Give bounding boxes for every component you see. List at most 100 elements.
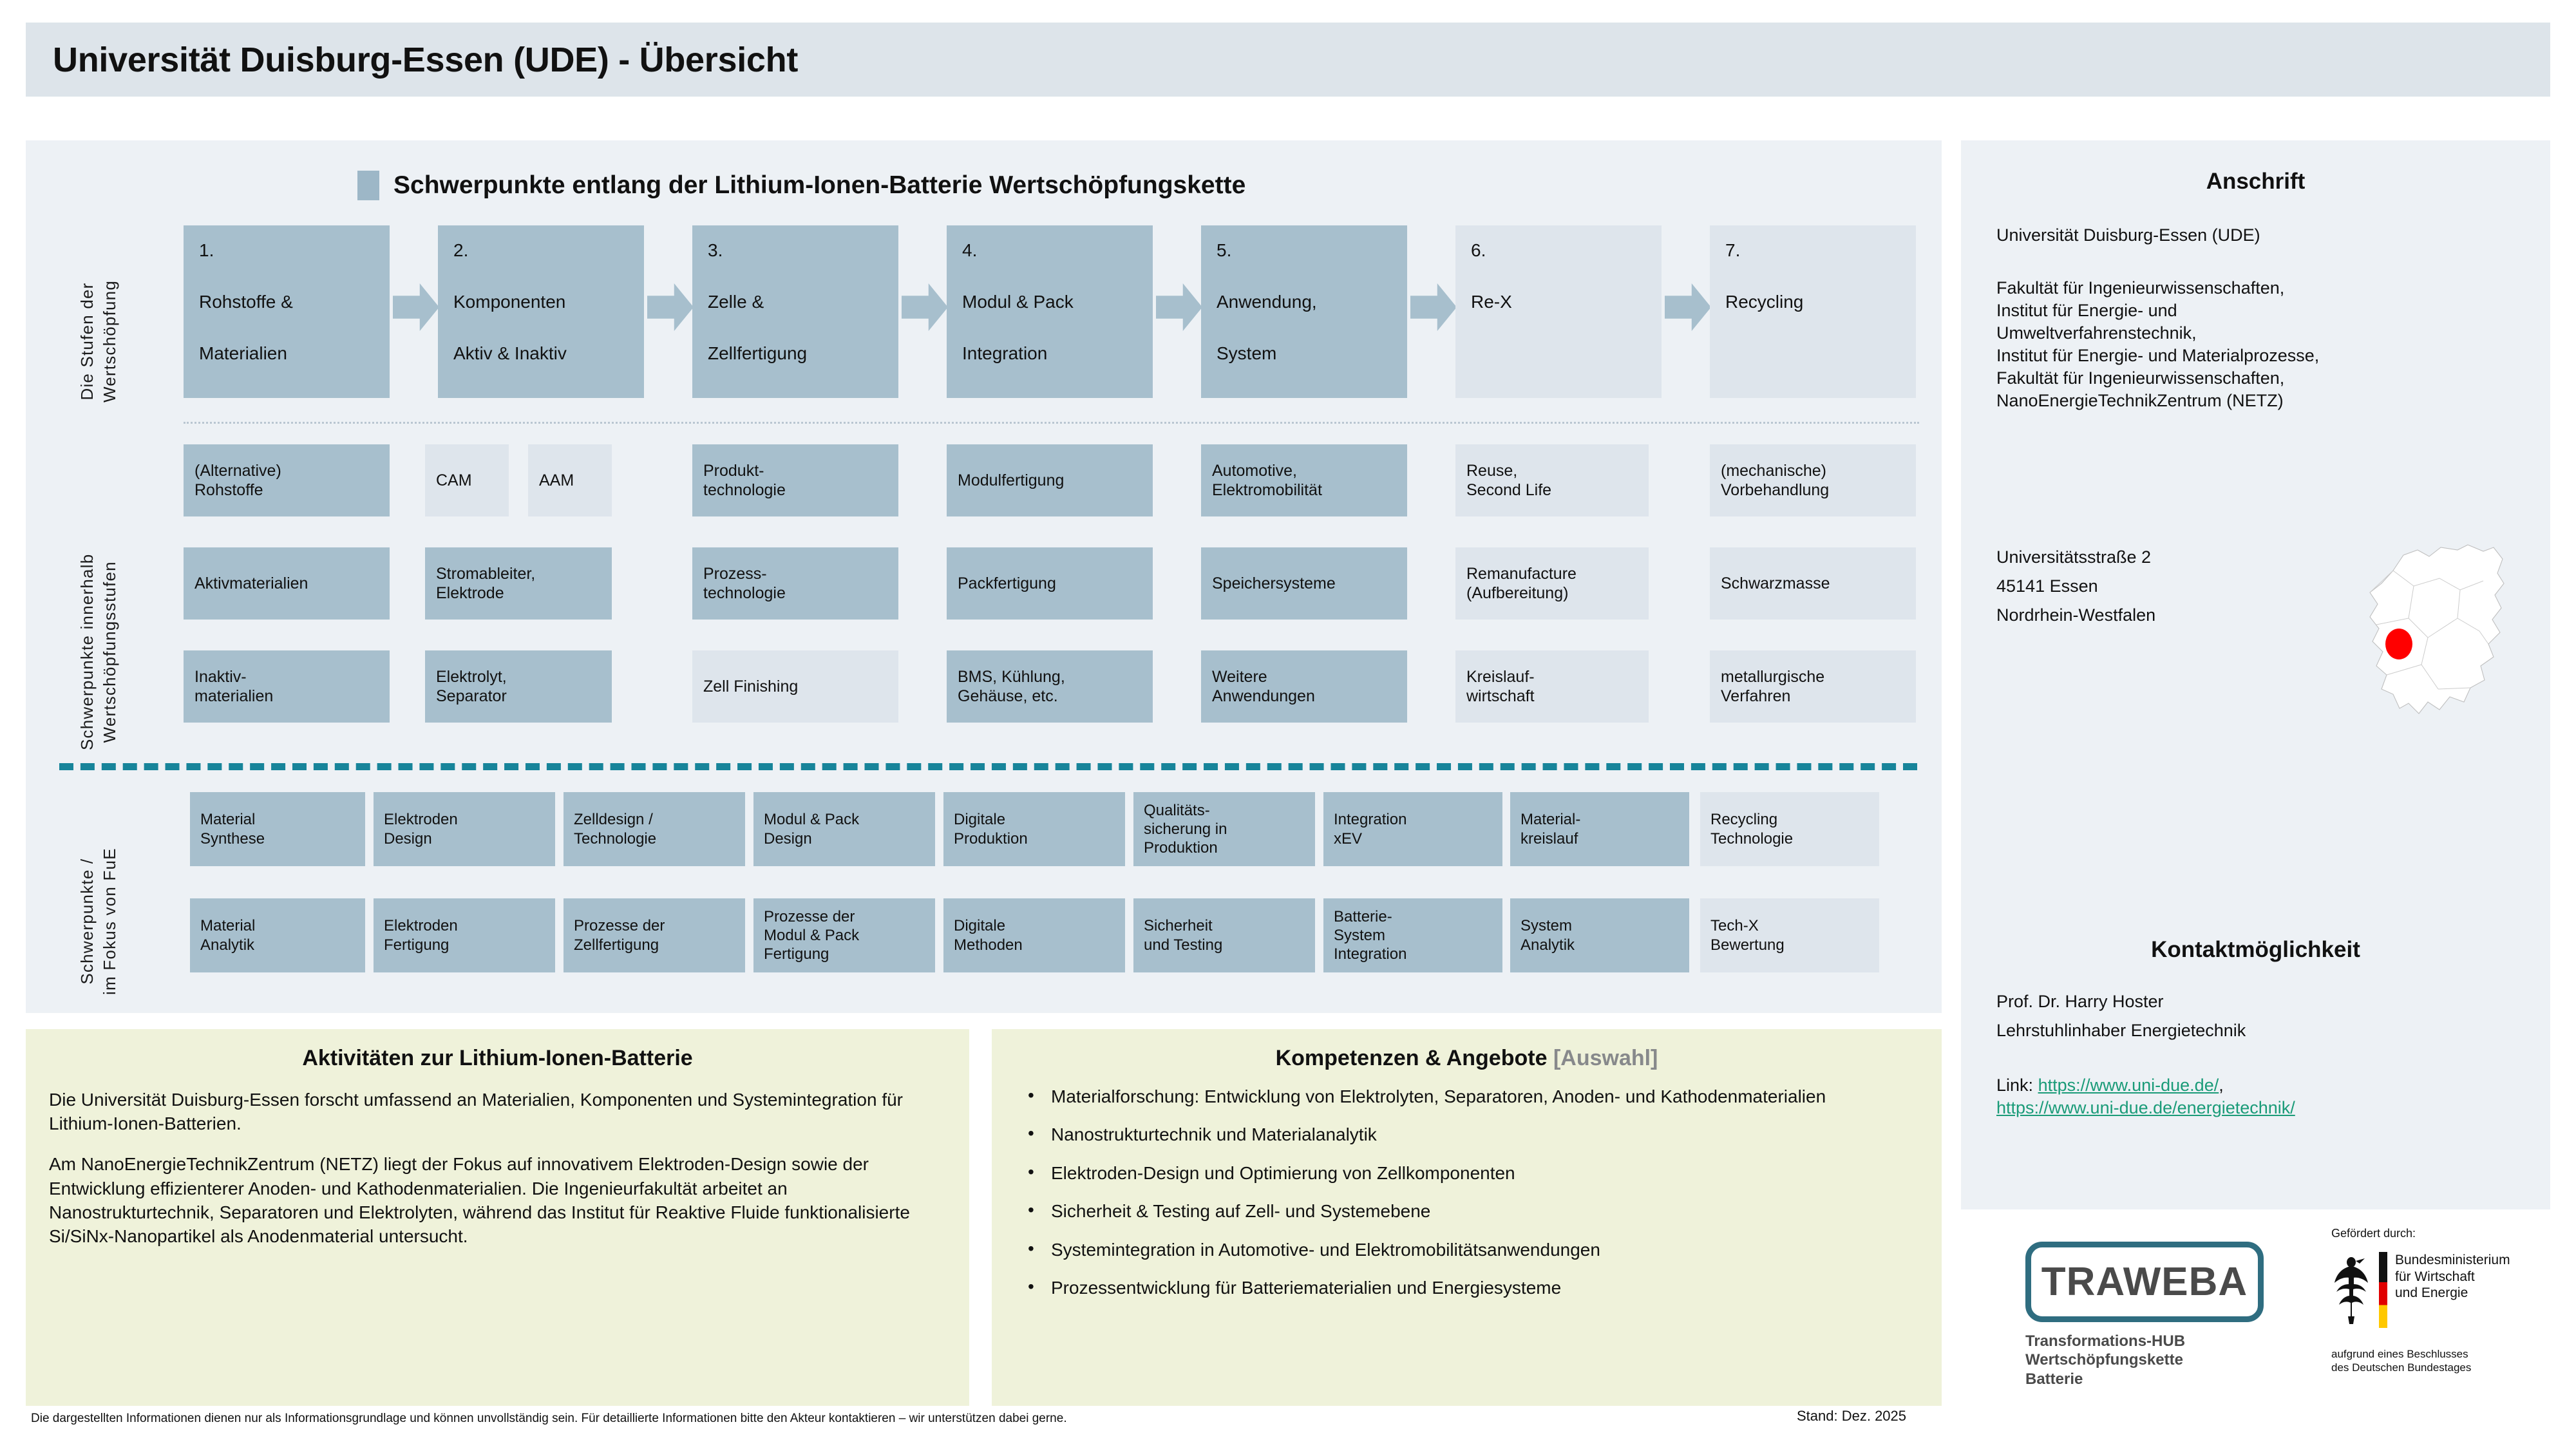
rnd-cell-row1[interactable]: Material-kreislauf [1510,792,1689,866]
stage-box-7[interactable]: 7.Recycling [1710,225,1916,398]
contact-links: Link: https://www.uni-due.de/, https://w… [1996,1074,2557,1119]
stage-box-1[interactable]: 1.Rohstoffe &Materialien [184,225,390,398]
stage-line-1: Anwendung, [1217,292,1317,312]
energietechnik-link[interactable]: https://www.uni-due.de/energietechnik/ [1996,1098,2295,1118]
subtopic-cell[interactable]: (Alternative)Rohstoffe [184,444,390,516]
subtopic-label: Kreislauf-wirtschaft [1466,667,1535,706]
rnd-cell-row1[interactable]: Zelldesign /Technologie [564,792,745,866]
stage-number: 4. [962,240,978,260]
traweba-wordmark: TRAWEBA [2041,1260,2248,1304]
competence-item: Systemintegration in Automotive- und Ele… [1028,1237,1913,1262]
stage-line-1: Zelle & [708,292,764,312]
subtopic-cell[interactable]: Aktivmaterialien [184,547,390,620]
subtopic-cell[interactable]: Prozess-technologie [692,547,898,620]
stage-line-2: Integration [962,343,1048,363]
german-flag-bar [2379,1252,2387,1328]
stage-box-6[interactable]: 6. Re-X [1455,225,1662,398]
subtopic-label: Inaktiv-materialien [194,667,274,706]
row-label-rnd: Schwerpunkte /im Fokus von FuE [77,848,120,995]
section-heading: Schwerpunkte entlang der Lithium-Ionen-B… [357,171,1245,200]
subtopic-cell[interactable]: AAM [528,444,612,516]
subtopic-cell[interactable]: (mechanische)Vorbehandlung [1710,444,1916,516]
uni-due-link[interactable]: https://www.uni-due.de/ [2038,1075,2219,1095]
competence-item: Sicherheit & Testing auf Zell- und Syste… [1028,1198,1913,1223]
subtopic-label: Remanufacture(Aufbereitung) [1466,564,1577,603]
subtopic-label: Stromableiter,Elektrode [436,564,536,603]
stage-number: 2. [453,240,469,260]
section-heading-label: Schwerpunkte entlang der Lithium-Ionen-B… [393,171,1246,199]
address-state: Nordrhein-Westfalen [1996,605,2156,625]
subtopic-cell[interactable]: Remanufacture(Aufbereitung) [1455,547,1649,620]
competence-item: Materialforschung: Entwicklung von Elekt… [1028,1084,1913,1108]
address-street: Universitätsstraße 2 [1996,547,2152,567]
contact-role: Lehrstuhlinhaber Energietechnik [1996,1021,2246,1040]
subtopic-cell[interactable]: Packfertigung [947,547,1153,620]
stage-number: 1. [199,240,214,260]
subtopic-cell[interactable]: Reuse,Second Life [1455,444,1649,516]
subtopic-cell[interactable]: CAM [425,444,509,516]
contact-person: Prof. Dr. Harry Hoster [1996,992,2164,1011]
subtopic-cell[interactable]: Modulfertigung [947,444,1153,516]
subtopic-cell[interactable]: Automotive,Elektromobilität [1201,444,1407,516]
subtopic-cell[interactable]: Kreislauf-wirtschaft [1455,650,1649,723]
address-org: Universität Duisburg-Essen (UDE) [1996,225,2260,245]
stage-line-2: Materialien [199,343,287,363]
subtopic-cell[interactable]: Elektrolyt,Separator [425,650,612,723]
page-title: Universität Duisburg-Essen (UDE) - Übers… [53,40,799,79]
subtopic-cell[interactable]: Zell Finishing [692,650,898,723]
stage-line-1: Re-X [1471,292,1512,312]
map-location-dot [2385,629,2412,659]
competences-panel: Kompetenzen & Angebote [Auswahl] Materia… [992,1029,1942,1406]
rnd-label: Zelldesign /Technologie [574,811,657,848]
subtopic-cell[interactable]: BMS, Kühlung,Gehäuse, etc. [947,650,1153,723]
subtopic-cell[interactable]: Speichersysteme [1201,547,1407,620]
stage-line-1: Recycling [1725,292,1804,312]
contact-link-label: Link: [1996,1075,2034,1095]
rnd-label: Material-kreislauf [1520,811,1581,848]
subtopic-label: Speichersysteme [1212,574,1336,592]
subtopic-label: BMS, Kühlung,Gehäuse, etc. [958,667,1065,706]
subtopic-cell[interactable]: Inaktiv-materialien [184,650,390,723]
subtopic-cell[interactable]: Stromableiter,Elektrode [425,547,612,620]
stage-box-3[interactable]: 3.Zelle &Zellfertigung [692,225,898,398]
subtopic-cell[interactable]: Schwarzmasse [1710,547,1916,620]
stage-number: 6. [1471,240,1486,260]
subtopic-cell[interactable]: Produkt-technologie [692,444,898,516]
link-separator: , [2219,1075,2224,1095]
stage-box-5[interactable]: 5.Anwendung,System [1201,225,1407,398]
subtopic-label: CAM [436,471,472,489]
